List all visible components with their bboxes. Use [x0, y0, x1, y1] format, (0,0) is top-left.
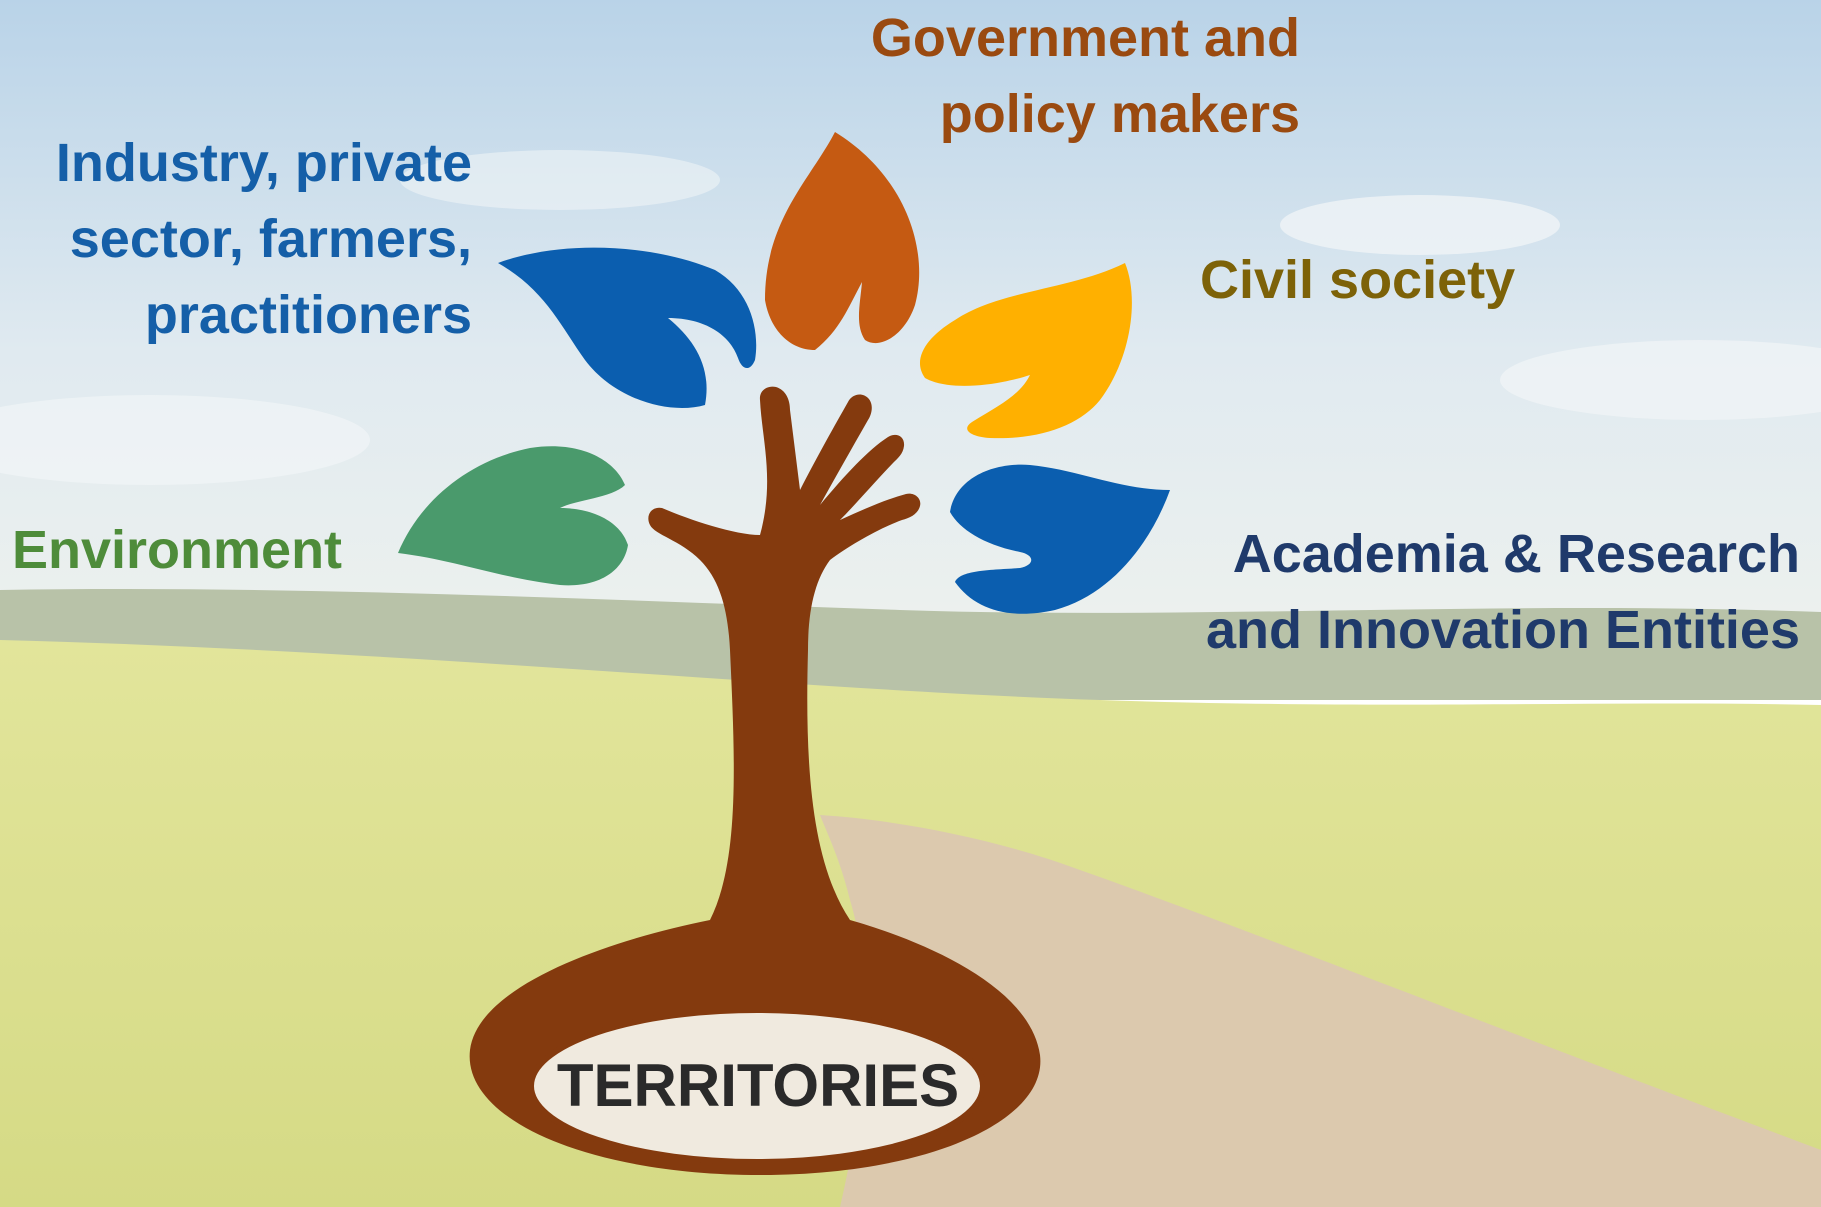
leaf-environment [398, 446, 628, 586]
label-line: and Innovation Entities [1205, 600, 1800, 660]
leaf-government [765, 132, 920, 350]
dirt-path [820, 815, 1821, 1207]
label-line: Government and [870, 8, 1300, 68]
leaf-academia [950, 464, 1170, 614]
leaf-industry [498, 247, 757, 408]
tree-trunk [469, 386, 1041, 1175]
label-civil-society: Civil society [1200, 242, 1620, 318]
cloud [400, 150, 720, 210]
territories-ellipse [528, 1007, 986, 1165]
label-line: sector, farmers, [69, 209, 472, 269]
label-line: Academia & Research [1232, 524, 1800, 584]
label-government: Government and policy makers [780, 0, 1300, 152]
sky [0, 0, 1821, 640]
label-industry: Industry, private sector, farmers, pract… [0, 125, 472, 353]
cloud [1500, 340, 1821, 420]
cloud [1280, 195, 1560, 255]
leaf-civil-society [919, 263, 1132, 439]
label-line: practitioners [144, 285, 472, 345]
label-line: Civil society [1200, 250, 1516, 310]
territories-label: TERRITORIES [556, 1052, 960, 1119]
label-line: policy makers [939, 84, 1300, 144]
label-academia: Academia & Research and Innovation Entit… [1140, 516, 1800, 668]
label-line: Industry, private [55, 133, 472, 193]
cloud [0, 395, 370, 485]
label-line: Environment [12, 520, 343, 580]
label-environment: Environment [12, 512, 392, 588]
